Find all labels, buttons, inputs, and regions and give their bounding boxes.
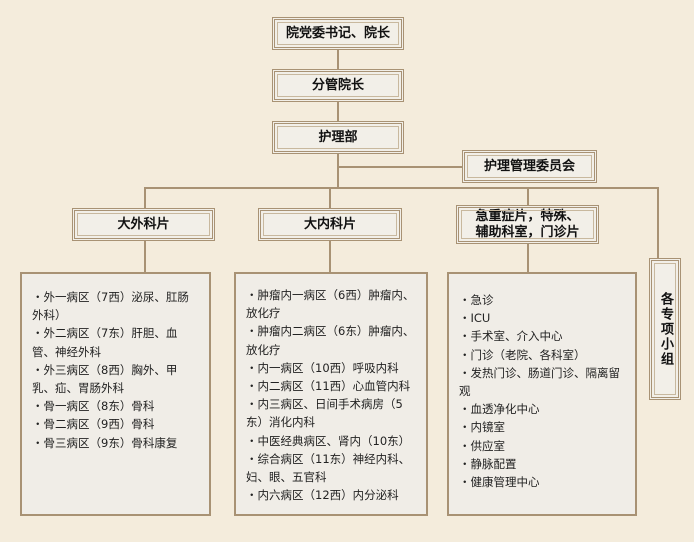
group-internal-list: ・肿瘤内一病区（6西）肿瘤内、放化疗 ・肿瘤内二病区（6东）肿瘤内、放化疗 ・内… xyxy=(234,272,428,516)
list-item: ・血透净化中心 xyxy=(459,402,540,417)
list-item: ・静脉配置 xyxy=(459,456,517,471)
node-special: 各专项小组 xyxy=(649,258,681,400)
node-nursing: 护理部 xyxy=(272,121,404,154)
node-deputy: 分管院长 xyxy=(272,69,404,102)
list-item: ・外一病区（7西）泌尿、肛肠外科） xyxy=(32,290,189,323)
list-item: ・外三病区（8西）胸外、甲乳、疝、胃肠外科 xyxy=(32,362,178,396)
group-emergency-title: 急重症片，特殊、辅助科室，门诊片 xyxy=(456,205,599,244)
list-item: ・健康管理中心 xyxy=(459,475,540,490)
list-item: ・门诊（老院、各科室） xyxy=(459,347,586,362)
group-internal-title: 大内科片 xyxy=(258,208,402,241)
list-item: ・手术室、介入中心 xyxy=(459,329,563,344)
list-item: ・急诊 xyxy=(459,293,494,307)
list-item: ・骨一病区（8东）骨科 xyxy=(32,399,155,414)
list-item: ・供应室 xyxy=(459,438,505,453)
group-emergency-list: ・急诊 ・ICU ・手术室、介入中心 ・门诊（老院、各科室） ・发热门诊、肠道门… xyxy=(447,272,637,516)
node-committee: 护理管理委员会 xyxy=(462,150,597,183)
list-item: ・综合病区（11东）神经内科、妇、眼、五官科 xyxy=(246,451,411,485)
list-item: ・内一病区（10西）呼吸内科 xyxy=(246,360,399,375)
list-item: ・中医经典病区、肾内（10东） xyxy=(246,433,411,448)
list-item: ・骨二病区（9西）骨科 xyxy=(32,417,155,432)
group-surgery-title: 大外科片 xyxy=(72,208,215,241)
list-item: ・肿瘤内一病区（6西）肿瘤内、放化疗 xyxy=(246,288,415,321)
list-item: ・内六病区（12西）内分泌科 xyxy=(246,488,399,503)
list-item: ・发热门诊、肠道门诊、隔离留观 xyxy=(459,365,620,399)
list-item: ・内三病区、日间手术病房（5东）消化内科 xyxy=(246,397,403,430)
list-item: ・外二病区（7东）肝胆、血管、神经外科 xyxy=(32,326,178,359)
node-top: 院党委书记、院长 xyxy=(272,17,404,50)
list-item: ・内镜室 xyxy=(459,420,505,435)
list-item: ・肿瘤内二病区（6东）肿瘤内、放化疗 xyxy=(246,324,415,357)
list-item: ・内二病区（11西）心血管内科 xyxy=(246,379,411,394)
list-item: ・ICU xyxy=(459,311,491,326)
group-surgery-list: ・外一病区（7西）泌尿、肛肠外科） ・外二病区（7东）肝胆、血管、神经外科 ・外… xyxy=(20,272,211,516)
list-item: ・骨三病区（9东）骨科康复 xyxy=(32,435,178,450)
